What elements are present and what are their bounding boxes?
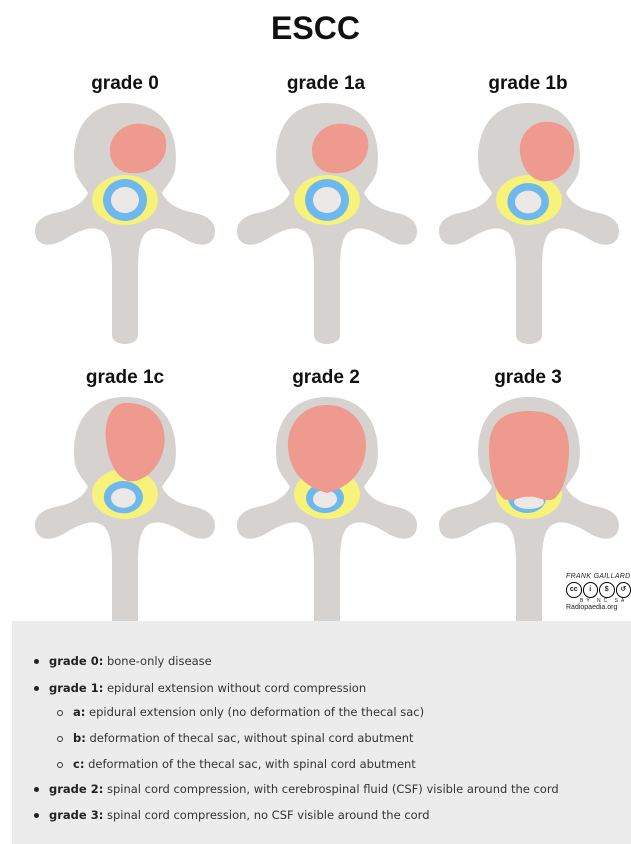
legend-item-grade-3: grade 3: spinal cord compression, no CSF…	[34, 808, 430, 822]
legend-item-grade-1c: c: deformation of the thecal sac, with s…	[57, 757, 416, 771]
vertebra-grade-1c	[30, 389, 220, 649]
grade-1a-label: grade 1a	[246, 73, 406, 95]
spinal-cord	[111, 488, 136, 508]
site-name: Radiopaedia.org	[566, 604, 631, 611]
vertebra-grade-1a	[232, 95, 422, 355]
legend-panel: grade 0: bone-only disease grade 1: epid…	[12, 621, 631, 844]
hollow-bullet-icon	[57, 762, 63, 768]
legend-item-grade-2: grade 2: spinal cord compression, with c…	[34, 782, 559, 796]
bullet-icon	[34, 813, 39, 818]
grade-2-label: grade 2	[246, 367, 406, 389]
grade-0-label: grade 0	[45, 73, 205, 95]
vertebra-grade-1b	[434, 95, 624, 355]
page-title: ESCC	[0, 10, 631, 47]
spinal-cord	[313, 187, 341, 213]
grade-1c-label: grade 1c	[45, 367, 205, 389]
bullet-icon	[34, 659, 39, 664]
grade-1b-label: grade 1b	[448, 73, 608, 95]
hollow-bullet-icon	[57, 736, 63, 742]
grade-3-label: grade 3	[448, 367, 608, 389]
author-name: FRANK GAILLARD	[566, 573, 631, 580]
legend-item-grade-1: grade 1: epidural extension without cord…	[34, 681, 366, 695]
spinal-cord	[515, 191, 541, 214]
spinal-cord	[313, 490, 337, 508]
spinal-cord	[111, 187, 139, 213]
bullet-icon	[34, 686, 39, 691]
legend-item-grade-1b: b: deformation of thecal sac, without sp…	[57, 731, 414, 745]
hollow-bullet-icon	[57, 710, 63, 716]
tumor-mass	[489, 411, 569, 500]
legend-item-grade-0: grade 0: bone-only disease	[34, 654, 212, 668]
vertebra-grade-0	[30, 95, 220, 355]
vertebra-grade-2	[232, 389, 422, 649]
legend-item-grade-1a: a: epidural extension only (no deformati…	[57, 705, 424, 719]
bullet-icon	[34, 787, 39, 792]
